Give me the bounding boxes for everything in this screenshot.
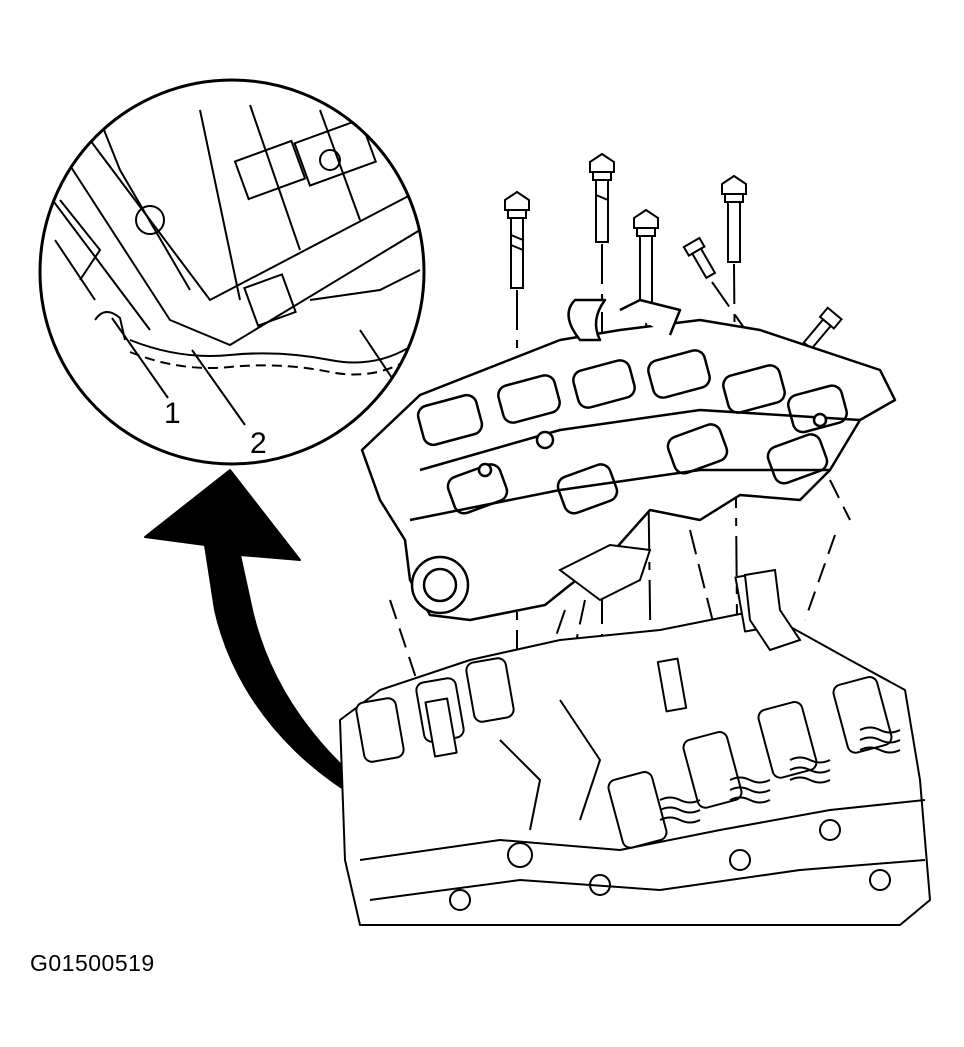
bolt-icon [682,236,717,280]
bolt-icon [721,174,747,263]
cylinder-head [339,572,931,926]
detail-inset [38,78,426,466]
bolt-icon [504,190,530,289]
callout-1-label: 1 [164,397,181,430]
bolt-icon [633,208,659,307]
manifold-gaskets [558,543,802,652]
bolt-icon [589,152,615,243]
valve-spring-row [659,726,901,824]
figure-id-label: G01500519 [30,950,155,976]
callout-2-label: 2 [250,427,267,460]
intake-manifold [360,298,897,622]
rocker-arm-row [355,657,893,849]
bolt-set [473,152,843,563]
